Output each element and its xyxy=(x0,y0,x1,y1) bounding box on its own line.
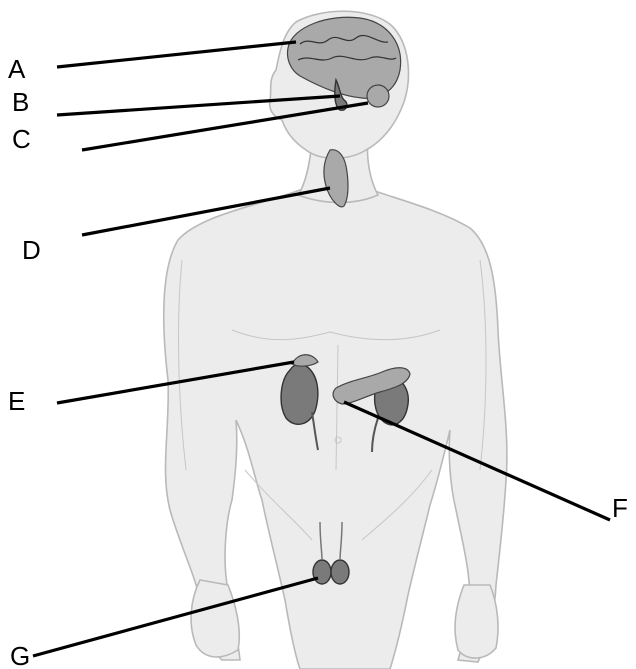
label-g: G xyxy=(10,641,30,669)
label-f: F xyxy=(612,493,628,523)
leader-line-a xyxy=(57,42,296,67)
left-testis xyxy=(313,560,331,584)
pineal-gland xyxy=(367,85,389,107)
label-b: B xyxy=(12,87,29,117)
left-hand xyxy=(191,580,239,657)
label-e: E xyxy=(8,386,25,416)
right-testis xyxy=(331,560,349,584)
label-a: A xyxy=(8,54,26,84)
leader-line-g xyxy=(33,578,318,656)
label-d: D xyxy=(22,235,41,265)
right-hand xyxy=(455,585,498,658)
label-c: C xyxy=(12,124,31,154)
